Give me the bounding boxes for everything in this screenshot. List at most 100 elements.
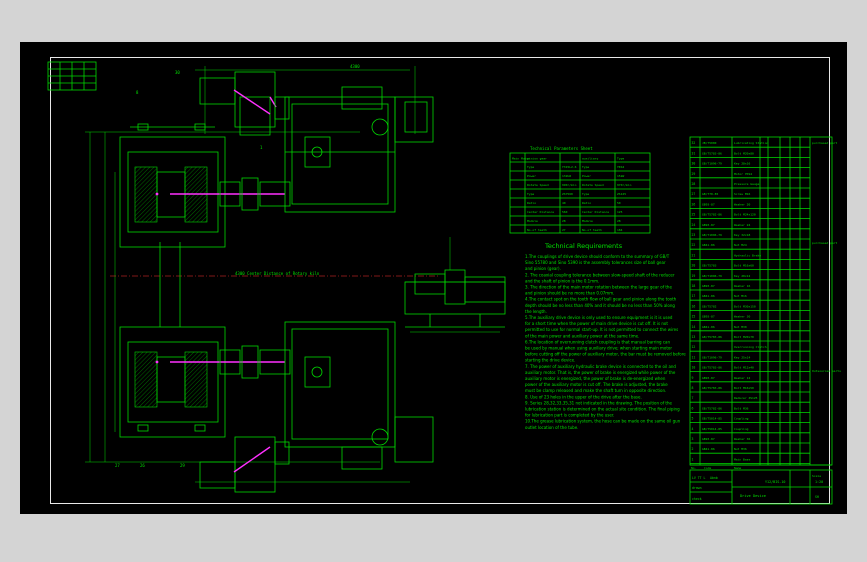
bom-row-no: 19 xyxy=(692,274,696,278)
bom-row-no: 22 xyxy=(692,243,696,247)
bom-row-no: 32 xyxy=(692,141,696,145)
bom-side-note-1: purchased part xyxy=(812,141,837,145)
sheet-label: SH xyxy=(815,495,819,499)
title-label-3: drawn xyxy=(692,486,702,490)
param-cell: 125 xyxy=(617,210,623,214)
bom-row-code: GB/T5783-86 xyxy=(702,366,722,370)
bom-row-code: GB41-86 xyxy=(702,243,715,247)
bom-row-no: 18 xyxy=(692,284,696,288)
param-table-title: Technical Parameters Sheet xyxy=(530,146,593,151)
bom-row-name: Lubricating Station xyxy=(734,141,769,145)
callout-27: 27 xyxy=(115,463,120,468)
bom-row-no: 16 xyxy=(692,304,696,308)
scale-label: Scale xyxy=(812,474,821,478)
bom-row-name: Nut M24 xyxy=(734,243,747,247)
param-cell: 990r/min xyxy=(562,183,577,187)
cad-viewport[interactable]: 30 8 27 26 29 4300 1 4300 Center Distanc… xyxy=(20,42,847,514)
requirement-line: 1.The couplings of drive device should c… xyxy=(525,254,670,259)
requirement-line: must be clamp released and make the shaf… xyxy=(525,388,666,393)
bom-row-no: 27 xyxy=(692,192,696,196)
bom-row-code: GB/T5783-86 xyxy=(702,386,722,390)
bom-row-name: Coupling xyxy=(734,427,749,431)
param-cell: 27 xyxy=(562,228,566,232)
param-cell: 28 xyxy=(562,219,566,223)
requirement-line: of the main power and auxiliary power at… xyxy=(525,333,639,338)
requirement-line: power of the auxiliary motor is cut off.… xyxy=(525,382,668,387)
bom-row-code: GB/T5014-85 xyxy=(702,427,722,431)
bom-row-name: Main Base xyxy=(734,457,750,461)
bom-row-name: Bolt M36 xyxy=(734,406,749,410)
param-header: Type xyxy=(617,157,624,161)
bom-row-name: Reducer ZS125 xyxy=(734,396,758,400)
requirement-line: and pinion should be no more than 0.07mm… xyxy=(525,291,614,296)
param-cell: Module xyxy=(527,219,538,223)
param-cell: Type xyxy=(527,165,534,169)
requirement-line: be used by manual when using auxiliary d… xyxy=(525,346,672,351)
requirement-line: for lubrication part is completed by the… xyxy=(525,413,614,418)
bom-row-name: Motor YKS4 xyxy=(734,172,752,176)
bom-row-name: Nut M16 xyxy=(734,294,747,298)
title-block: LV TT L Abnb drawn check Drive Device Y1… xyxy=(689,469,833,505)
bom-row-code: GB/T1096-79 xyxy=(702,162,722,166)
bom-row-no: 26 xyxy=(692,202,696,206)
requirement-line: and the shaft of pinion is the 0.1mm. xyxy=(525,278,599,283)
param-cell: Type xyxy=(527,192,534,196)
cad-drawing: 30 8 27 26 29 4300 1 4300 Center Distanc… xyxy=(47,61,841,505)
bom-row-name: Washer 16 xyxy=(734,284,750,288)
callout-29: 29 xyxy=(180,463,185,468)
requirement-line: starting the drive device. xyxy=(525,358,575,363)
param-cell: Y315L2-6 xyxy=(562,165,577,169)
side-view xyxy=(404,237,506,333)
requirement-line: 10.The grease lubrication system, the ho… xyxy=(525,419,681,424)
param-cell: ZS125 xyxy=(617,192,626,196)
bom-row-no: 25 xyxy=(692,213,696,217)
param-cell: ZSY560 xyxy=(562,192,573,196)
bom-row-name: Washer 30 xyxy=(734,315,750,319)
title-label-4: check xyxy=(692,497,702,501)
bom-footer-no: No. xyxy=(691,466,697,470)
bom-row-name: Nut M36 xyxy=(734,447,747,451)
bom-row-no: 6 xyxy=(692,406,694,410)
bom-row-no: 5 xyxy=(692,417,694,421)
bom-row-code: GB/T1096-79 xyxy=(702,233,722,237)
bom-row-code: GB/T5783-86 xyxy=(702,335,722,339)
bom-row-code: GB93-87 xyxy=(702,223,715,227)
param-cell: Ratio xyxy=(582,201,591,205)
technical-requirements-heading: Technical Requirements xyxy=(544,242,623,250)
param-cell: 132kW xyxy=(562,174,571,178)
param-cell: Type xyxy=(582,192,589,196)
bom-row-name: Nut M30 xyxy=(734,325,747,329)
bom-side-note-3: Outsourced parts xyxy=(812,369,841,373)
requirement-line: for a short time when the power of main … xyxy=(525,321,668,326)
bom-row-no: 15 xyxy=(692,315,696,319)
bom-row-code: GB/T5014-85 xyxy=(702,417,722,421)
requirement-line: lubrication station is determined on the… xyxy=(525,407,680,412)
requirement-line: Sino 55780 and Sino 5390 is the assembly… xyxy=(525,260,666,265)
param-header: Main Motor xyxy=(512,157,530,161)
technical-parameters-table: Technical Parameters Sheet Main Motorpin… xyxy=(509,146,651,234)
bom-row-no: 12 xyxy=(692,345,696,349)
param-cell: Type xyxy=(582,165,589,169)
bom-row-no: 7 xyxy=(692,396,694,400)
requirement-line: outlet location of the tube. xyxy=(525,425,578,430)
param-cell: Center Distance xyxy=(527,210,554,214)
bom-row-no: 17 xyxy=(692,294,696,298)
callout-8: 8 xyxy=(136,90,139,95)
bom-row-no: 28 xyxy=(692,182,696,186)
drawing-title: Drive Device xyxy=(740,494,766,498)
bom-row-code: GB/T5783 xyxy=(702,264,717,268)
param-header: pinion gear xyxy=(527,157,547,161)
bom-row-name: Bolt M16x60 xyxy=(734,264,754,268)
bom-row-no: 9 xyxy=(692,376,694,380)
bom-row-no: 8 xyxy=(692,386,694,390)
bom-row-no: 2 xyxy=(692,447,694,451)
drawing-number: Y12/BIS-10 xyxy=(765,480,785,484)
param-cell: Rotate Speed xyxy=(582,183,604,187)
bom-row-code: GB/T1096-79 xyxy=(702,274,722,278)
bom-footer-name: Name xyxy=(734,466,741,470)
bom-row-name: Bolt M30x150 xyxy=(734,304,756,308)
bom-row-code: GB/T5782-86 xyxy=(702,213,722,217)
bom-row-no: 24 xyxy=(692,223,696,227)
bom-row-no: 3 xyxy=(692,437,694,441)
